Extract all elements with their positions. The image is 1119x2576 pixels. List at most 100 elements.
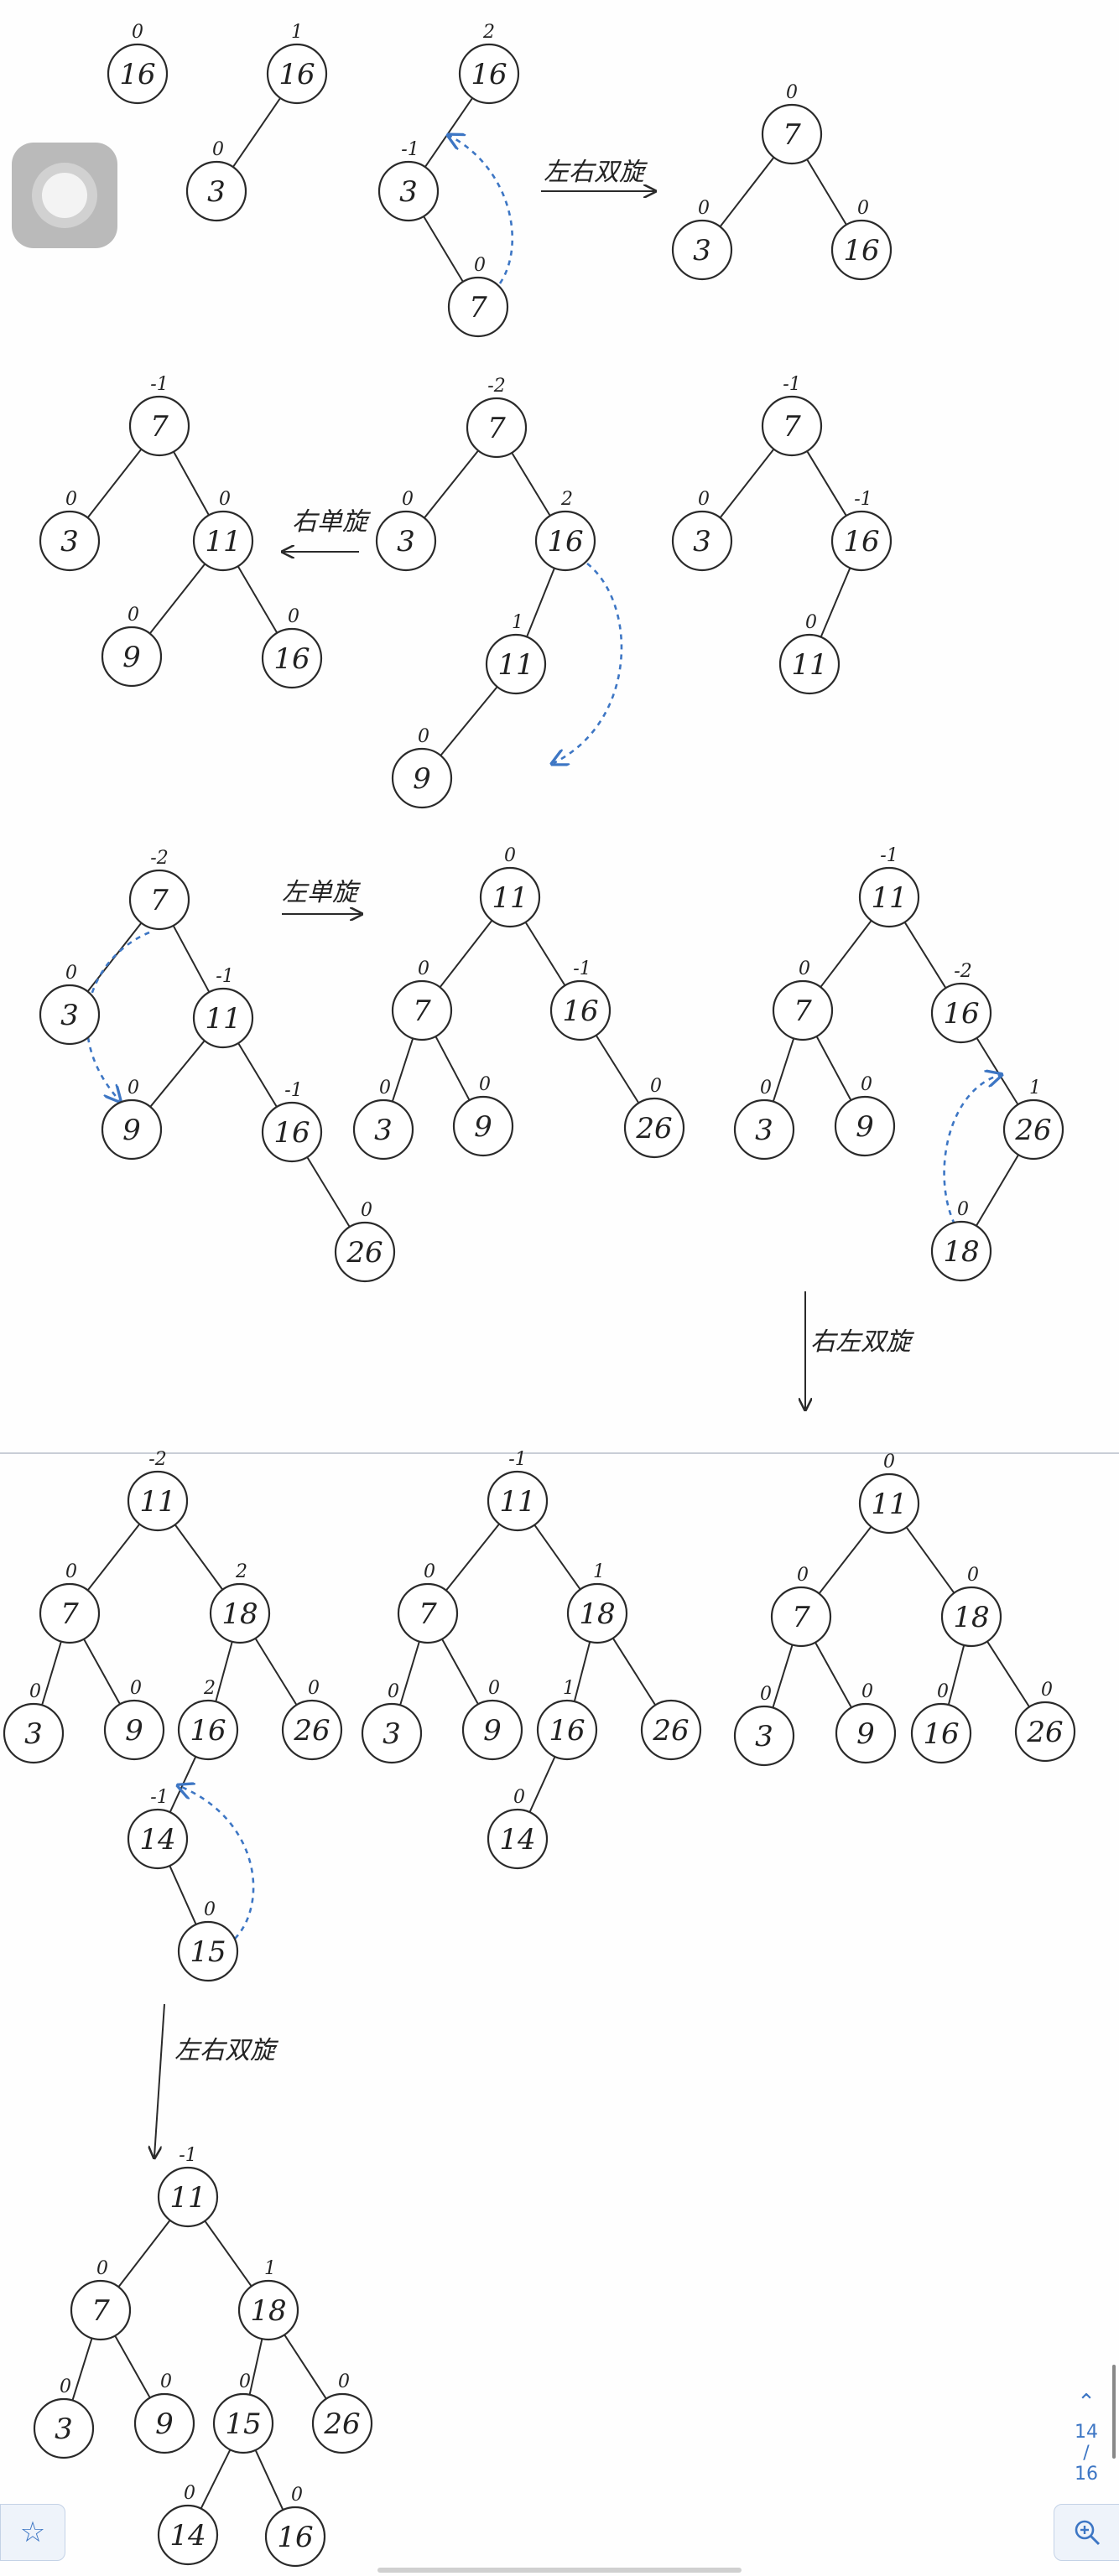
balance-factor: -2: [954, 961, 971, 982]
tree-edge: [149, 1040, 206, 1108]
node-value: 9: [856, 1110, 874, 1144]
node-value: 11: [791, 648, 827, 682]
node-value: 11: [205, 525, 241, 558]
bookmark-button[interactable]: ☆: [0, 2504, 65, 2561]
tree-edge: [399, 1641, 420, 1706]
tree-edge: [169, 1756, 197, 1813]
tree-edge: [440, 686, 498, 756]
tree-node: 16-1: [261, 1080, 323, 1163]
node-circle: [835, 1702, 897, 1764]
balance-factor: -1: [401, 139, 419, 160]
balance-factor: -2: [150, 848, 168, 869]
tree-edge: [903, 922, 947, 989]
node-circle: [334, 1221, 396, 1283]
page-indicator[interactable]: ⌃ 14 / 16: [1065, 2390, 1107, 2504]
assistive-touch-button[interactable]: [12, 143, 117, 248]
balance-factor: 1: [291, 22, 303, 43]
tree-edge: [148, 563, 206, 635]
node-circle: [733, 1705, 795, 1767]
balance-factor: 0: [239, 2371, 251, 2392]
tree-edge: [435, 1036, 471, 1101]
node-value: 11: [871, 881, 907, 915]
node-circle: [452, 1095, 514, 1157]
tree-node: 260: [311, 2371, 373, 2454]
balance-factor: 0: [128, 605, 139, 626]
node-circle: [39, 984, 101, 1046]
tree-edge: [815, 1642, 852, 1708]
balance-factor: -1: [508, 1449, 526, 1470]
balance-factor: 0: [937, 1681, 949, 1702]
node-value: 11: [497, 648, 533, 682]
tree-node: 11-1: [157, 2145, 219, 2228]
tree-edges: [41, 97, 1030, 2511]
balance-factor: 0: [760, 1684, 772, 1705]
node-value: 14: [499, 1823, 535, 1857]
tree-edge: [806, 450, 847, 517]
balance-factor: 0: [418, 726, 429, 747]
node-value: 3: [693, 234, 711, 267]
node-circle: [192, 987, 254, 1049]
node-value: 16: [471, 58, 507, 91]
tree-node: 30: [671, 198, 733, 281]
node-value: 7: [150, 410, 169, 444]
tree-node: 30: [671, 489, 733, 572]
node-circle: [157, 2504, 219, 2566]
tree-node: 90: [452, 1074, 514, 1157]
chevron-up-icon[interactable]: ⌃: [1077, 2390, 1096, 2415]
scrollbar-thumb[interactable]: [1112, 2365, 1116, 2459]
tree-node: 70: [39, 1561, 101, 1644]
node-circle: [770, 1586, 832, 1648]
balance-factor: -1: [573, 958, 591, 979]
tree-edge: [71, 2338, 93, 2401]
tree-node: 260: [623, 1076, 685, 1159]
tree-node: 110: [858, 1452, 920, 1535]
tree-node: 110: [479, 845, 541, 928]
node-circle: [623, 1097, 685, 1159]
node-circle: [375, 510, 437, 572]
tree-node: 181: [237, 2258, 299, 2341]
node-value: 9: [122, 641, 141, 674]
tree-edge: [719, 157, 775, 227]
tree-node: 160: [910, 1681, 972, 1764]
balance-factor: 0: [861, 1074, 872, 1095]
balance-factor: 0: [698, 489, 710, 510]
node-value: 7: [419, 1597, 437, 1631]
balance-factor: 0: [513, 1787, 525, 1808]
balance-factor: 2: [203, 1678, 216, 1699]
tree-node: 11-1: [192, 966, 254, 1049]
node-value: 18: [943, 1235, 979, 1269]
balance-factor: 0: [291, 2485, 303, 2506]
tree-node: 260: [1014, 1680, 1076, 1763]
tree-edge: [232, 97, 282, 168]
tree-edge: [818, 1526, 872, 1594]
zoom-in-button[interactable]: [1054, 2504, 1119, 2561]
tree-edge: [391, 1037, 414, 1103]
tree-node: 160: [264, 2485, 326, 2568]
balance-factor: 0: [650, 1076, 662, 1097]
tree-node: 70: [447, 255, 509, 338]
tree-edge: [172, 925, 211, 993]
node-circle: [761, 395, 823, 457]
tree-node: 110: [778, 612, 841, 695]
node-value: 16: [119, 58, 155, 91]
tree-nodes: 160161301623-17070301607-130110901607-23…: [3, 22, 1076, 2568]
rotation-label: 右左双旋: [810, 1327, 915, 1357]
tree-node: 30: [39, 489, 101, 572]
node-circle: [103, 1699, 165, 1761]
node-value: 16: [190, 1714, 226, 1748]
tree-node: 30: [3, 1681, 65, 1764]
tree-node: 14 0: [487, 1787, 549, 1870]
tree-node: 14-1: [127, 1787, 189, 1870]
tree-edge: [306, 1156, 351, 1228]
node-circle: [640, 1699, 702, 1761]
node-value: 16: [549, 1714, 585, 1748]
node-circle: [487, 1470, 549, 1532]
balance-factor: 0: [388, 1681, 399, 1702]
balance-factor: 0: [212, 139, 224, 160]
node-circle: [1002, 1098, 1064, 1161]
balance-factor: 0: [786, 82, 798, 103]
node-value: 9: [413, 762, 431, 796]
node-circle: [177, 1699, 239, 1761]
tree-node: 162: [458, 22, 520, 105]
node-value: 7: [150, 884, 169, 917]
